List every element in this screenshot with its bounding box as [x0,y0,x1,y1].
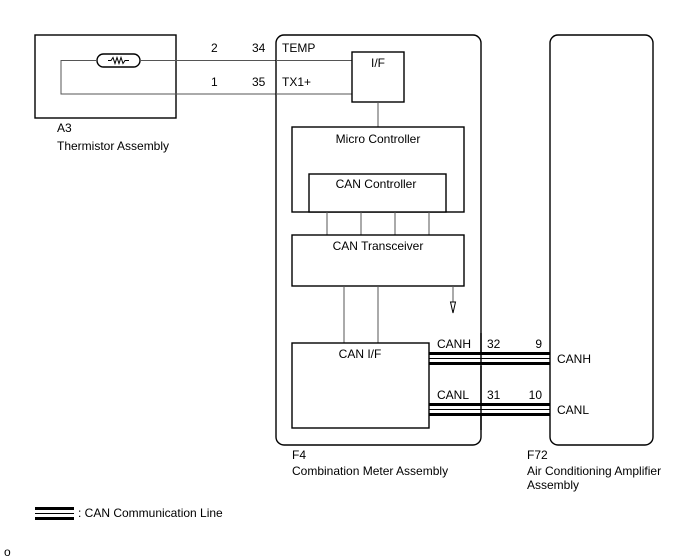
can-bus-canl [429,403,550,416]
interface-label: I/F [371,56,385,70]
legend-label: : CAN Communication Line [78,506,223,520]
pin-amp-10: 10 [529,388,543,402]
can-transceiver-label: CAN Transceiver [333,239,424,253]
thermistor-icon [96,53,141,68]
can-controller-label: CAN Controller [336,177,417,191]
air-conditioning-amplifier-box [549,34,654,446]
signal-canl-amp: CANL [557,403,589,417]
pin-thermistor-1: 1 [211,75,218,89]
signal-canh-meter: CANH [437,337,471,351]
thermistor-code: A3 [57,121,72,135]
controller-transceiver-bus [326,212,430,235]
pin-meter-35: 35 [252,75,266,89]
pin-thermistor-2: 2 [211,41,218,55]
meter-code: F4 [292,448,306,462]
signal-temp: TEMP [282,41,315,55]
pin-meter-31: 31 [487,388,501,402]
pin-meter-32: 32 [487,337,501,351]
can-if-label: CAN I/F [339,347,382,361]
can-controller-block [308,173,447,213]
can-bus-canh [429,352,550,365]
can-if-block [291,342,430,429]
micro-controller-label: Micro Controller [336,132,421,146]
amplifier-name-line2: Assembly [527,478,579,492]
ground-arrow-icon [449,286,457,314]
pin-amp-9: 9 [535,337,542,351]
signal-canl-meter: CANL [437,388,469,402]
thermistor-assembly-box [34,34,177,119]
signal-tx1: TX1+ [282,75,311,89]
combination-meter-box [275,34,482,446]
meter-name: Combination Meter Assembly [292,464,448,478]
footer-mark: o [4,545,11,559]
amplifier-code: F72 [527,448,548,462]
thermistor-name: Thermistor Assembly [57,139,169,153]
pin-meter-34: 34 [252,41,266,55]
signal-canh-amp: CANH [557,352,591,366]
wire-tx1 [60,60,276,95]
amplifier-name-line1: Air Conditioning Amplifier [527,464,661,478]
can-line-icon [35,507,74,520]
